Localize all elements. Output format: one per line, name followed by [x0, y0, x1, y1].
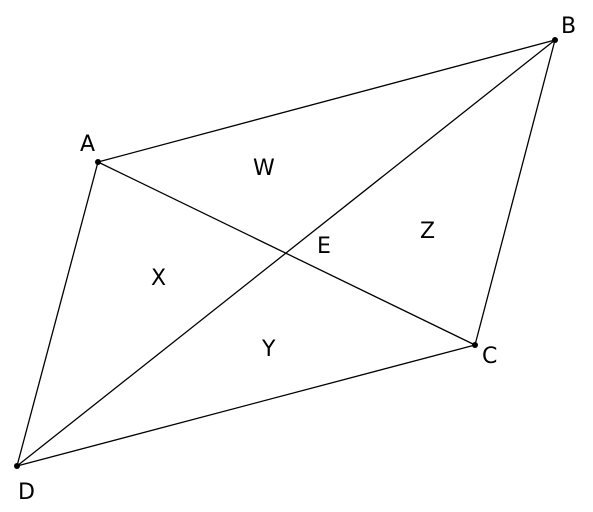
vertex-a-dot — [95, 159, 101, 165]
vertex-label-c: C — [482, 344, 497, 369]
region-label-w: W — [253, 156, 275, 181]
vertex-b-dot — [552, 37, 558, 43]
vertex-label-a: A — [80, 132, 95, 157]
vertex-d-dot — [14, 463, 20, 469]
diagonal-ac — [97, 161, 476, 346]
vertex-label-d: D — [18, 480, 35, 505]
diagonal-bd — [16, 39, 556, 467]
intersection-label-e: E — [317, 234, 331, 259]
vertex-c-dot — [472, 342, 478, 348]
region-label-y: Y — [261, 337, 276, 362]
edge-ab — [97, 39, 556, 163]
region-label-z: Z — [420, 219, 435, 244]
region-label-x: X — [151, 266, 166, 291]
edge-bc — [474, 39, 556, 346]
edge-cd — [16, 344, 476, 467]
vertex-label-b: B — [561, 14, 576, 39]
edge-da — [16, 161, 99, 467]
